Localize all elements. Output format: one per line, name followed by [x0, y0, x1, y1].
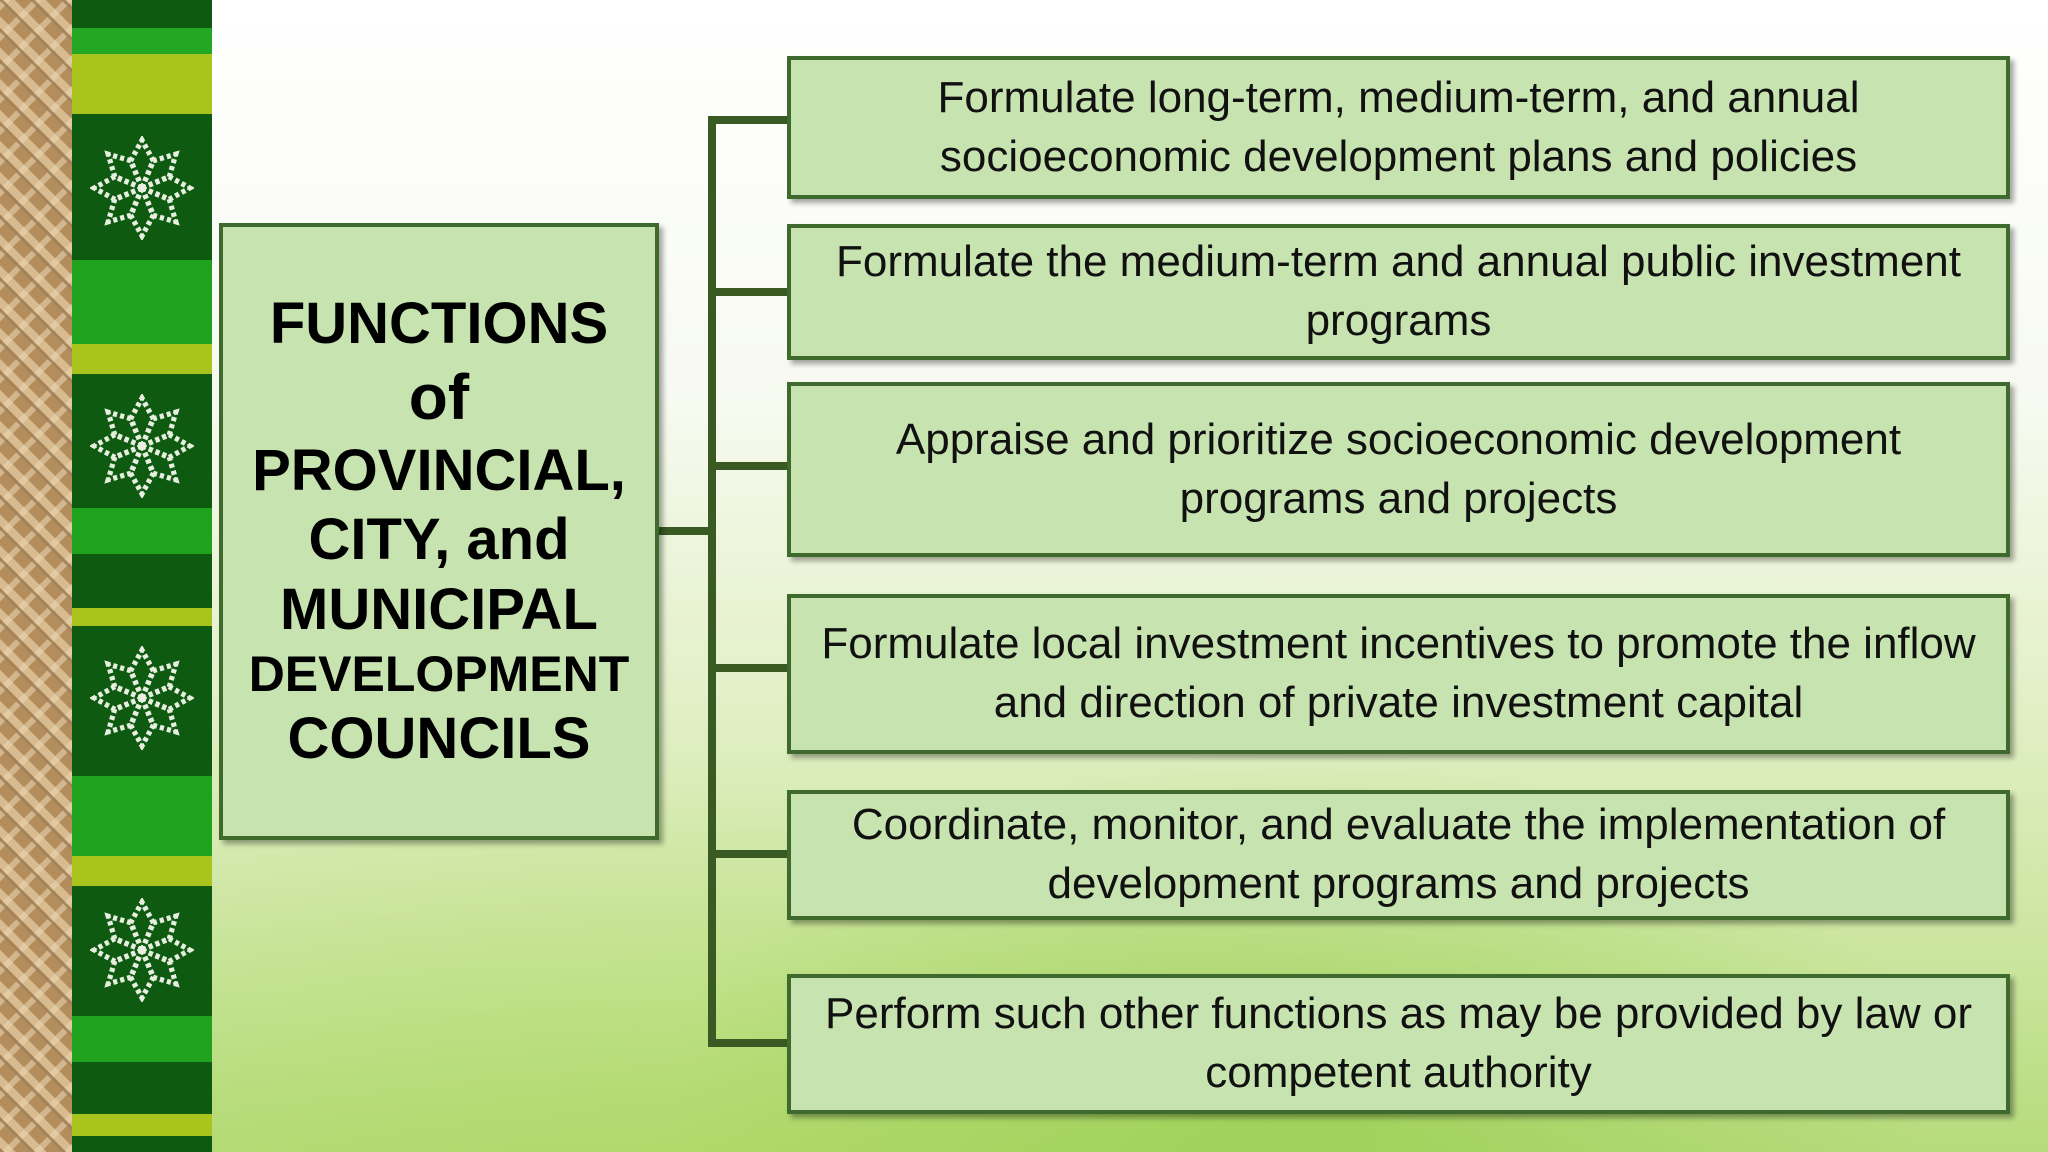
- title-line: DEVELOPMENT: [248, 646, 630, 703]
- star-icon: [90, 646, 194, 750]
- title-line: FUNCTIONS: [269, 291, 609, 357]
- function-box: Appraise and prioritize socioeconomic de…: [787, 382, 2010, 557]
- title-line: MUNICIPAL: [280, 576, 598, 642]
- title-line: of: [408, 360, 470, 433]
- function-label: Appraise and prioritize socioeconomic de…: [895, 414, 1902, 523]
- decorative-band: [72, 0, 212, 1152]
- title-line: COUNCILS: [287, 706, 591, 772]
- woven-border: [0, 0, 72, 1152]
- title-line: PROVINCIAL,: [252, 437, 626, 503]
- function-label: Formulate local investment incentives to…: [821, 619, 1976, 727]
- function-label: Formulate the medium-term and annual pub…: [836, 237, 1961, 345]
- function-label: Coordinate, monitor, and evaluate the im…: [851, 800, 1946, 908]
- function-box: Coordinate, monitor, and evaluate the im…: [787, 790, 2010, 920]
- function-label: Perform such other functions as may be p…: [825, 989, 1972, 1097]
- function-box: Formulate the medium-term and annual pub…: [787, 224, 2010, 360]
- title-box: FUNCTIONS of PROVINCIAL, CITY, and MUNIC…: [219, 223, 659, 840]
- star-icon: [90, 136, 194, 240]
- function-box: Formulate local investment incentives to…: [787, 594, 2010, 754]
- function-box: Perform such other functions as may be p…: [787, 974, 2010, 1114]
- title-line: CITY, and: [308, 507, 570, 573]
- star-icon: [90, 394, 194, 498]
- function-label: Formulate long-term, medium-term, and an…: [937, 72, 1860, 181]
- star-icon: [90, 898, 194, 1002]
- function-box: Formulate long-term, medium-term, and an…: [787, 56, 2010, 199]
